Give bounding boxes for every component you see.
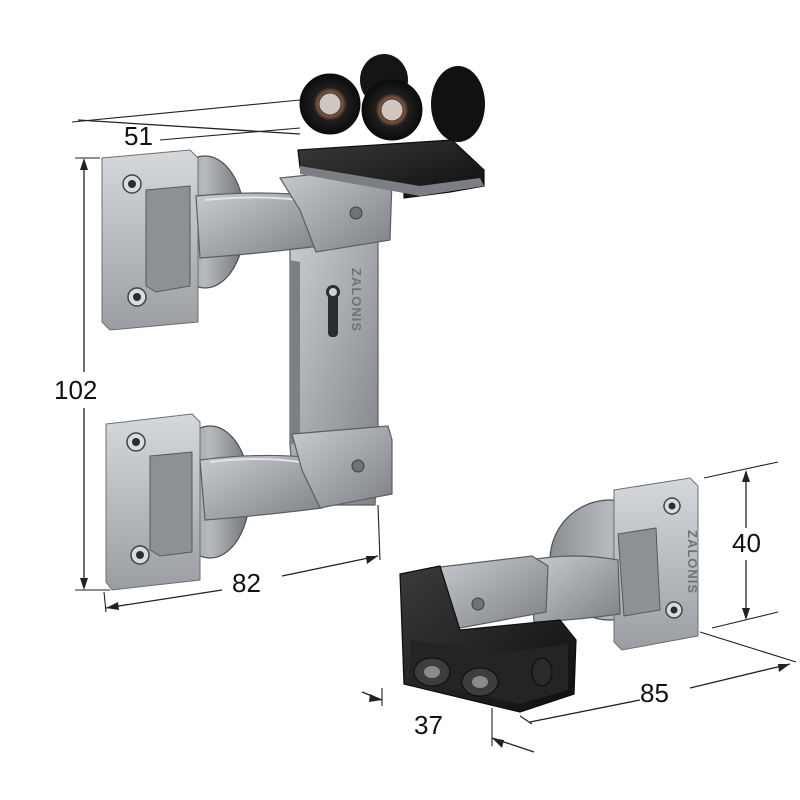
dimension-51-label: 51: [124, 121, 153, 151]
spine-edge: [290, 260, 300, 445]
dimension-82-label: 82: [232, 568, 261, 598]
brand-label-right: ZALONIS: [685, 530, 700, 594]
bottom-mounting-plate: [105, 413, 201, 591]
bottom-screw: [351, 459, 365, 473]
dimension-40-label: 40: [732, 528, 761, 558]
brand-label-left: ZALONIS: [349, 268, 364, 332]
dimension-37: 37: [361, 688, 535, 753]
right-screw: [471, 597, 485, 611]
right-mounting-plate: ZALONIS: [613, 477, 700, 651]
keyhole-slot: [326, 285, 340, 337]
right-wheels: [413, 657, 553, 697]
dimension-85-label: 85: [640, 678, 669, 708]
left-hinge-assembly: ZALONIS: [101, 54, 485, 591]
dimension-102: 102: [54, 157, 110, 591]
dimension-102-label: 102: [54, 375, 97, 405]
top-mounting-plate: [101, 149, 199, 331]
right-hinge-assembly: ZALONIS: [399, 477, 700, 713]
top-wheels: [299, 54, 485, 142]
dimension-85: 85: [519, 631, 797, 725]
dimension-82: 82: [103, 504, 381, 613]
top-screw: [349, 206, 363, 220]
dimension-37-label: 37: [414, 710, 443, 740]
bottom-clamp: [291, 425, 393, 509]
dimension-51: 51: [71, 99, 301, 151]
dimension-40: 40: [703, 461, 779, 629]
